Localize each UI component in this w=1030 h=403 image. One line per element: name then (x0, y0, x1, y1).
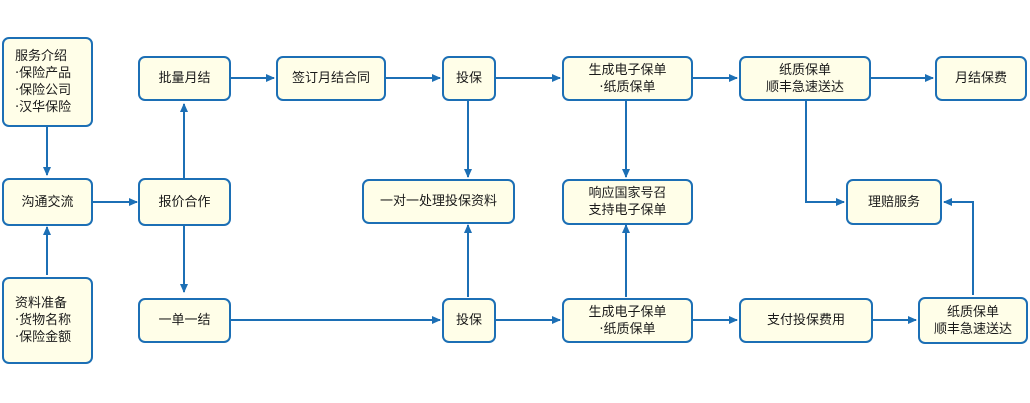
arrow-paper-top-to-claims (805, 101, 845, 206)
policy-bottom-line-2: ·纸质保单 (599, 321, 656, 337)
policy-bottom-line-1: 生成电子保单 (588, 304, 667, 320)
paper-top-line-1: 纸质保单 (778, 62, 831, 78)
materials-line-2: ·货物名称 (15, 313, 72, 328)
policy-top-line-2: ·纸质保单 (599, 79, 656, 95)
service-line-4: ·汉华保险 (15, 100, 72, 115)
contract-line-1: 签订月结合同 (291, 71, 370, 86)
monthly-fee-line-1: 月结保费 (954, 71, 1007, 86)
arrow-paper-bottom-to-claims (943, 198, 974, 295)
paper-bottom-node: 纸质保单顺丰急速送达 (918, 297, 1028, 344)
insure-bottom-line-1: 投保 (455, 313, 482, 328)
materials-line-3: ·保险金额 (15, 330, 72, 345)
claims-line-1: 理赔服务 (867, 194, 920, 210)
materials-line-1: 资料准备 (15, 296, 68, 311)
pay-node: 支付投保费用 (739, 298, 873, 343)
respond-line-1: 响应国家号召 (588, 186, 667, 201)
quote-cooperation-node: 报价合作 (138, 178, 231, 226)
service-intro-node: 服务介绍 ·保险产品 ·保险公司 ·汉华保险 (2, 37, 93, 127)
materials-prep-node: 资料准备 ·货物名称 ·保险金额 (2, 277, 93, 364)
single-settlement-node: 一单一结 (138, 298, 231, 343)
policy-top-line-1: 生成电子保单 (588, 62, 667, 78)
monthly-contract-node: 签订月结合同 (276, 56, 386, 101)
monthly-fee-node: 月结保费 (935, 56, 1027, 101)
quote-line-1: 报价合作 (158, 194, 211, 210)
paper-bottom-line-2: 顺丰急速送达 (933, 321, 1012, 337)
policy-bottom-node: 生成电子保单·纸质保单 (562, 298, 693, 343)
pay-line-1: 支付投保费用 (766, 313, 845, 328)
insure-top-line-1: 投保 (455, 71, 482, 86)
insure-top-node: 投保 (442, 56, 496, 101)
respond-line-2: 支持电子保单 (588, 203, 667, 218)
service-line-2: ·保险产品 (15, 66, 72, 81)
one-to-one-line-1: 一对一处理投保资料 (379, 194, 497, 209)
claims-node: 理赔服务 (846, 179, 942, 225)
communicate-line-1: 沟通交流 (21, 194, 74, 210)
paper-top-line-2: 顺丰急速送达 (765, 79, 844, 95)
service-line-3: ·保险公司 (15, 83, 72, 98)
monthly-line-1: 批量月结 (158, 71, 211, 86)
policy-top-node: 生成电子保单·纸质保单 (562, 56, 693, 101)
paper-top-node: 纸质保单顺丰急速送达 (739, 56, 871, 101)
monthly-batch-node: 批量月结 (138, 56, 231, 101)
respond-node: 响应国家号召支持电子保单 (562, 179, 693, 225)
insure-bottom-node: 投保 (442, 298, 496, 343)
paper-bottom-line-1: 纸质保单 (946, 304, 999, 320)
one-to-one-node: 一对一处理投保资料 (362, 179, 515, 224)
service-line-1: 服务介绍 (15, 49, 68, 64)
communicate-node: 沟通交流 (2, 178, 93, 226)
single-line-1: 一单一结 (158, 313, 211, 328)
